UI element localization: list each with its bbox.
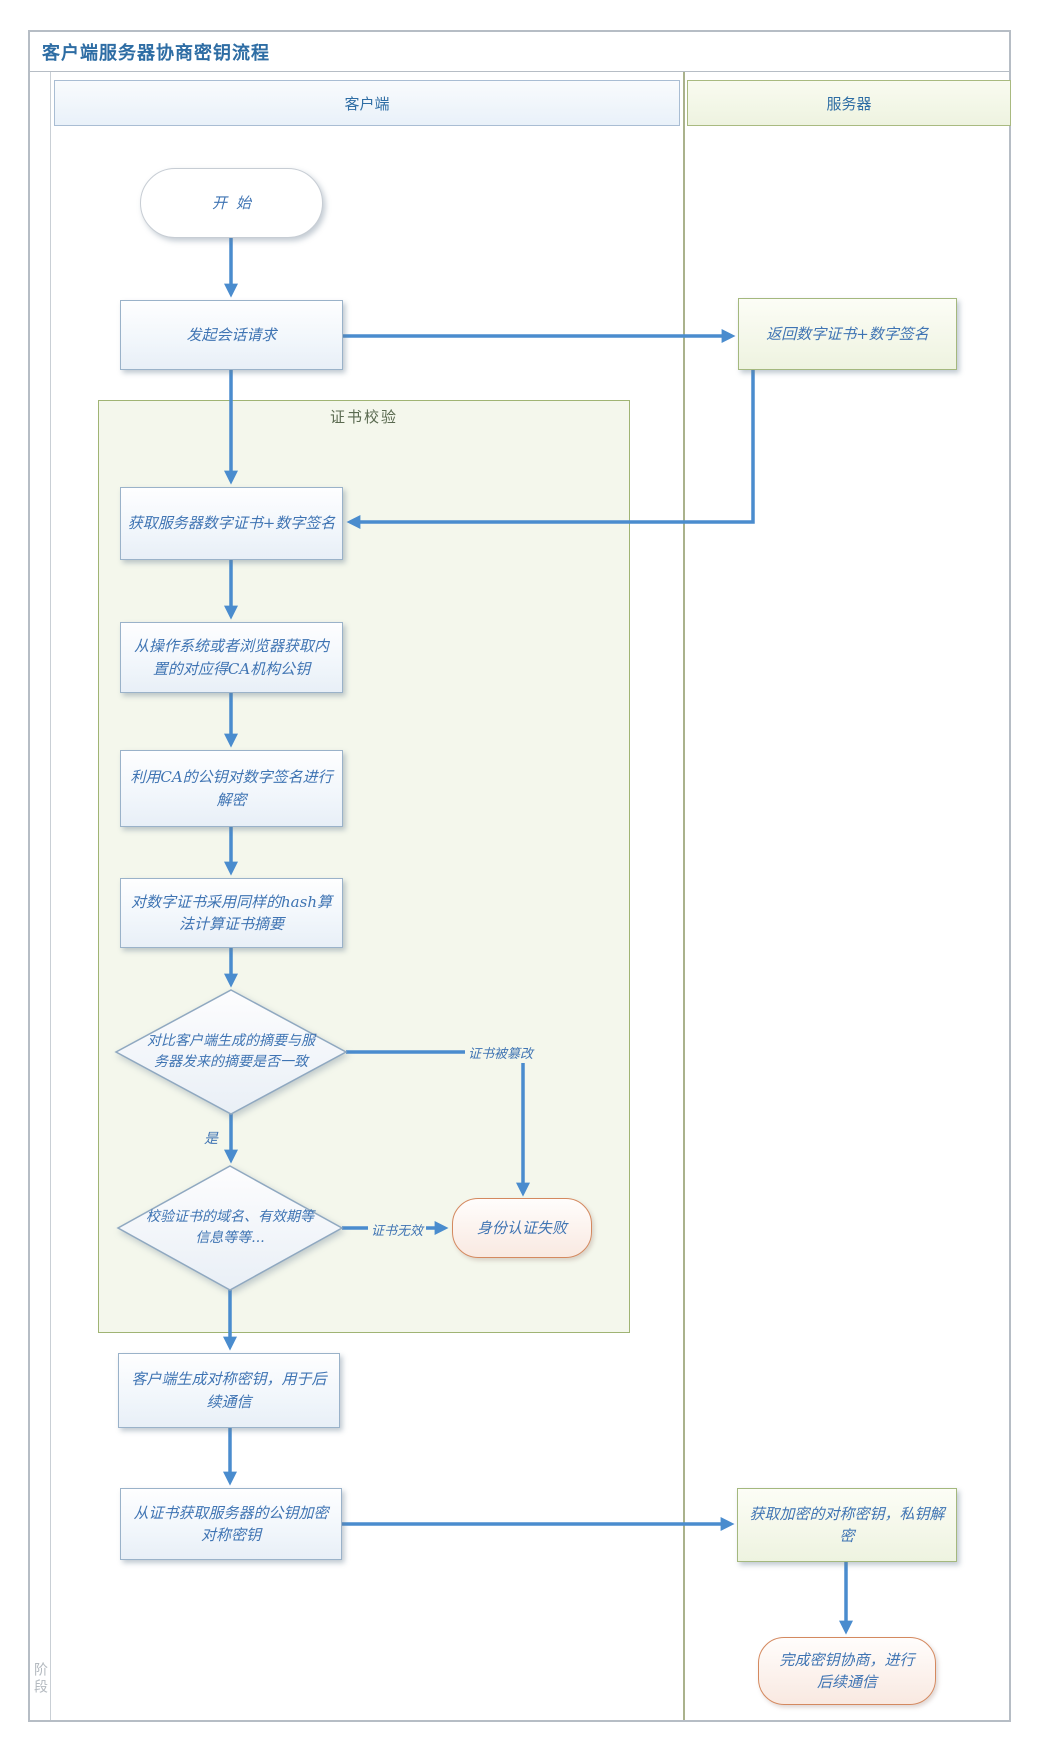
node-encrypt-symmetric-key: 从证书获取服务器的公钥加密对称密钥 xyxy=(120,1488,342,1560)
node-finish: 完成密钥协商，进行后续通信 xyxy=(758,1637,936,1705)
phase-label: 阶段 xyxy=(33,1662,49,1696)
node-session-request: 发起会话请求 xyxy=(120,300,343,370)
lane-header-client-label: 客户端 xyxy=(344,95,390,113)
phase-strip-divider xyxy=(50,72,51,1720)
edge-return-cert-to-get-cert xyxy=(346,370,755,529)
node-hash-digest: 对数字证书采用同样的hash算法计算证书摘要 xyxy=(120,878,343,948)
group-cert-verification-title: 证书校验 xyxy=(329,409,398,426)
edge-label-yes: 是 xyxy=(204,1131,218,1147)
node-generate-symmetric-key: 客户端生成对称密钥，用于后续通信 xyxy=(118,1353,340,1428)
decision-verify-fields-shape xyxy=(116,1165,344,1291)
lane-header-client: 客户端 xyxy=(54,80,680,126)
edge-label-cert-tampered: 证书被篡改 xyxy=(465,1042,537,1063)
lane-header-server: 服务器 xyxy=(687,80,1011,126)
node-return-cert: 返回数字证书+数字签名 xyxy=(738,298,957,370)
edge-tampered-to-fail xyxy=(346,1050,530,1197)
node-auth-fail: 身份认证失败 xyxy=(452,1198,592,1258)
decision-verify-fields-label: 校验证书的域名、有效期等信息等等... xyxy=(146,1209,314,1246)
decision-compare-digest-shape xyxy=(114,989,348,1115)
node-start: 开始 xyxy=(140,168,323,238)
diagram-title: 客户端服务器协商密钥流程 xyxy=(42,42,270,63)
node-decrypt-signature: 利用CA的公钥对数字签名进行解密 xyxy=(120,750,343,827)
node-get-ca-key: 从操作系统或者浏览器获取内置的对应得CA机构公钥 xyxy=(120,622,343,693)
diagram-titlebar: 客户端服务器协商密钥流程 xyxy=(28,30,1011,72)
node-get-cert: 获取服务器数字证书+数字签名 xyxy=(120,487,343,560)
edge-label-cert-invalid: 证书无效 xyxy=(368,1219,427,1240)
node-server-decrypt: 获取加密的对称密钥，私钥解密 xyxy=(737,1488,957,1562)
lane-header-server-label: 服务器 xyxy=(826,95,872,113)
lane-divider xyxy=(683,72,685,1720)
decision-compare-digest-label: 对比客户端生成的摘要与服务器发来的摘要是否一致 xyxy=(147,1033,315,1070)
